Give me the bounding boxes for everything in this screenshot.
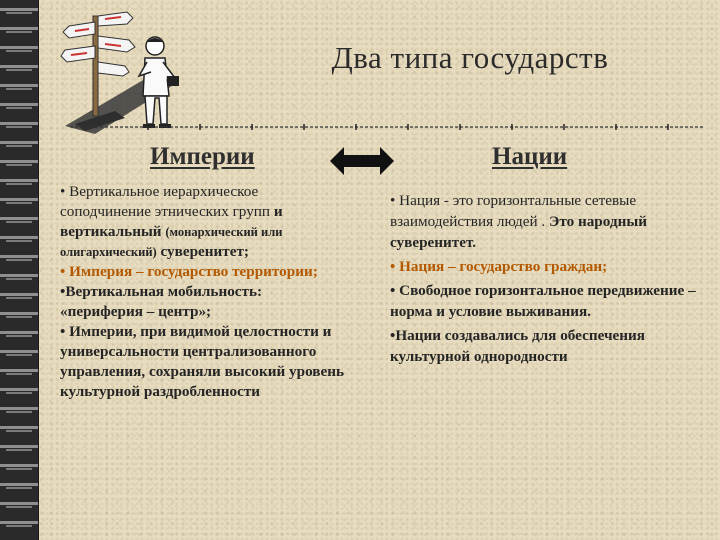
empires-text: • Вертикальное иерархическое соподчинени…	[60, 182, 345, 402]
nations-point-4: •Нации создавались для обеспечения культ…	[390, 327, 645, 365]
empires-point-4: • Империи, при видимой целостности и уни…	[60, 323, 345, 400]
empires-point-1: • Вертикальное иерархическое соподчинени…	[60, 182, 345, 262]
signpost-man-clipart	[60, 11, 179, 134]
nations-text: • Нация - это горизонтальные сетевые вза…	[390, 190, 700, 370]
nations-point-2: • Нация – государство граждан;	[390, 258, 608, 275]
empires-point-1-a: • Вертикальное иерархическое соподчинени…	[60, 183, 271, 220]
nations-heading: Нации	[492, 143, 568, 170]
nations-point-1-a: • Нация - это горизонтальные сетевые вза…	[390, 192, 637, 230]
empires-point-2: • Империя – государство территории;	[60, 263, 318, 280]
empires-point-1-d: суверенитет;	[160, 243, 250, 260]
empires-heading: Империи	[150, 143, 255, 170]
binder-strip	[0, 0, 39, 540]
dotted-divider	[70, 124, 705, 130]
empires-point-1-b: и вертикальный	[60, 203, 283, 240]
nations-point-3: • Свободное горизонтальное передвижение …	[390, 282, 696, 320]
double-arrow-icon	[330, 147, 394, 175]
empires-point-1-c: (монархический или олигархический)	[60, 225, 283, 259]
empires-point-3: •Вертикальная мобильность: «периферия – …	[60, 283, 263, 320]
nations-point-1-b: Это народный суверенитет.	[390, 213, 647, 251]
nations-point-1: • Нация - это горизонтальные сетевые вза…	[390, 190, 700, 253]
slide-title: Два типа государств	[331, 40, 609, 75]
binder-rings	[6, 0, 32, 540]
